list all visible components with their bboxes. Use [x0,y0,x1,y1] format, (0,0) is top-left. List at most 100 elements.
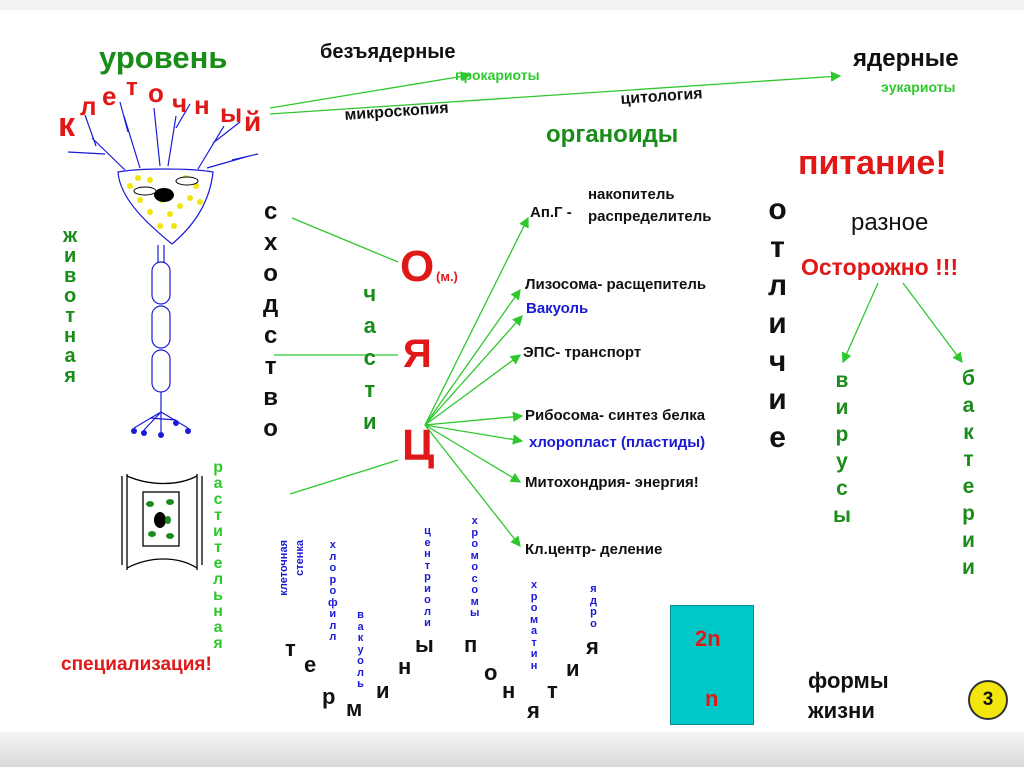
concepts-letter: и [566,656,580,681]
prokaryote-form: безъядерные [320,41,456,63]
parts-letter: ч [363,281,377,306]
organelle-mitochondria: Митохондрия- энергия! [525,474,699,491]
specialization-label: специализация! [61,654,212,675]
arrow-apg [424,216,529,426]
term-vertical-char: р [329,573,337,586]
organoids-label: органоиды [546,121,679,148]
bottom-stationery-strip [0,732,1024,767]
nucleus-letter-ya: Я [403,332,432,376]
cellular-letter: л [80,91,97,121]
male-note: (м.) [436,269,458,284]
neuron-drawing [67,101,259,432]
page-number: 3 [982,689,994,710]
term-vertical-char: л [329,619,337,632]
term-vertical-char: о [424,594,431,607]
term-vertical-char: о [357,655,364,668]
plant-nucleus [154,512,166,528]
cellular-letter: е [102,81,117,111]
term-vertical-char: о [471,561,479,574]
nutrition-label: питание! [798,144,947,182]
arrow-mitochondria [424,424,522,483]
term-vertical-char: о [471,538,479,551]
term-vertical-char: с [471,572,478,585]
term-vertical-char: ы [470,607,480,620]
term-vertical-char: о [471,584,479,597]
concepts-letter: о [484,660,498,685]
similarity-letter: о [263,260,278,287]
terms-letter: и [376,678,390,703]
organelle-ribosome: Рибосома- синтез белка [525,407,706,424]
similarity-letter: с [263,322,278,349]
bacteria-letter: а [962,394,975,417]
top-strip [0,0,1024,10]
term-vertical-char: и [424,582,431,595]
term-vertical-char: д [590,594,597,607]
arrow-to-eukaryotes [269,71,842,115]
difference-letter: е [769,421,786,454]
term-vertical-char: р [530,590,538,603]
term-vertical-char: е [424,536,431,549]
arrow-ribosome [424,411,524,426]
term-vertical-char: а [357,620,364,633]
plant-letter: с [213,491,223,508]
viruses-letter: у [836,450,848,473]
plant-letter: а [213,475,223,492]
concepts-letter: п [464,632,478,657]
term-vertical-char: н [424,548,431,561]
arrow-chloroplast [424,424,524,445]
organelle-apg-desc1: накопитель [588,186,675,203]
term-vertical-char: я [590,583,597,595]
ploidy-box: 2n n [670,605,754,725]
viruses-letter: р [835,423,849,446]
similarity-letter: д [263,291,279,318]
terms-letter: ы [415,632,434,657]
terms-letter: м [346,696,363,721]
parts-letter: а [363,313,376,338]
similarity-letter: т [264,353,277,380]
arrow-bacteria [902,282,963,364]
viruses-letter: и [835,396,849,419]
viruses-letter: ы [833,504,851,527]
viruses-letter: с [836,477,848,500]
difference-letter: и [768,383,787,416]
term-vertical-char: ф [328,596,338,609]
term-vertical-char: н [530,659,538,672]
term-vertical-word: стенка [294,540,306,576]
life-forms-line2: жизни [808,698,875,723]
various-label: разное [851,209,929,236]
similarity-letter: х [263,229,278,256]
arrow-viruses [841,282,879,364]
concepts-letter: н [502,678,516,703]
term-vertical-char: л [357,666,364,679]
arrow-cell-center [424,424,521,548]
page-number-badge: 3 [968,680,1008,720]
term-vertical-char: о [329,585,337,598]
term-vertical-char: т [424,559,431,572]
cellular-letter: й [244,106,262,137]
viruses-letter: в [835,369,849,392]
nucleus-letter-ts: Ц [402,421,435,470]
term-vertical-char: ц [424,525,431,537]
term-vertical-char: х [329,539,336,551]
neuron-nucleus [154,188,174,202]
terms-letter: т [285,636,296,661]
animal-letter: в [63,265,77,287]
careful-label: Осторожно !!! [801,254,959,280]
term-vertical-char: о [530,602,538,615]
parts-letter: и [363,409,377,434]
animal-letter: т [65,305,75,327]
arrow-lysosome [424,288,521,426]
term-vertical-char: р [590,606,597,619]
term-vertical-char: о [329,562,337,575]
cellular-letter: к [58,106,76,144]
parts-letter: т [364,377,376,402]
ploidy-2n: 2n [695,626,721,651]
similarity-letter: о [263,415,278,442]
concepts-letter: я [527,698,540,723]
eukaryote-form: ядерные [853,45,959,72]
